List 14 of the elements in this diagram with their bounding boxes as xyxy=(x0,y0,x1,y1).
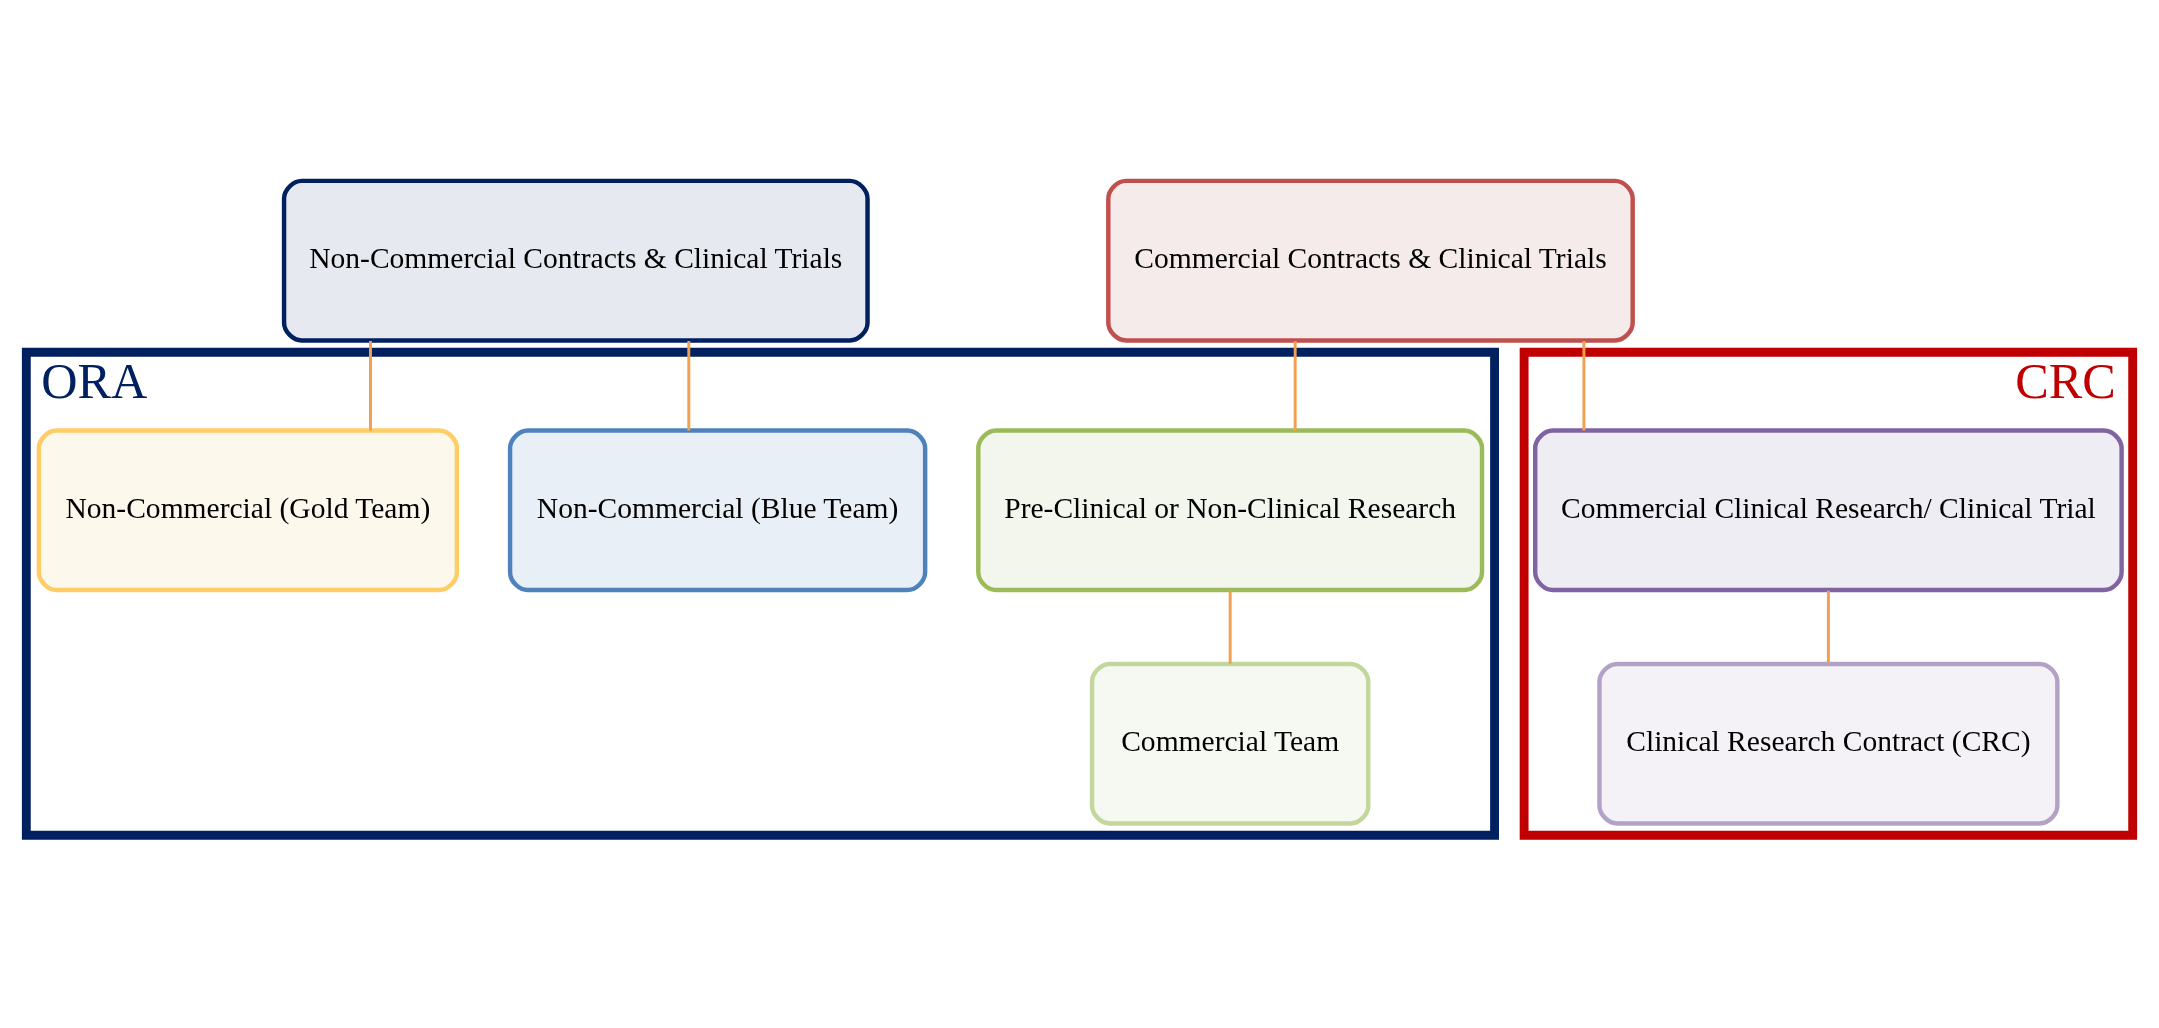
node-box: Commercial Team xyxy=(1089,661,1371,826)
node-box: Clinical Research Contract (CRC) xyxy=(1597,661,2060,826)
connector xyxy=(1826,590,1830,664)
connector xyxy=(1228,590,1232,664)
node-box: Non-Commercial Contracts & Clinical Trials xyxy=(281,178,870,343)
node-box: Non-Commercial (Blue Team) xyxy=(507,428,928,593)
node-box: Pre-Clinical or Non-Clinical Research xyxy=(976,428,1485,593)
connector xyxy=(1293,341,1297,431)
connector xyxy=(1582,341,1586,431)
node-box: Non-Commercial (Gold Team) xyxy=(36,428,460,593)
node-box: Commercial Contracts & Clinical Trials xyxy=(1106,178,1635,343)
node-box: Commercial Clinical Research/ Clinical Trial xyxy=(1532,428,2124,593)
connector xyxy=(687,341,691,431)
connector xyxy=(369,341,372,431)
